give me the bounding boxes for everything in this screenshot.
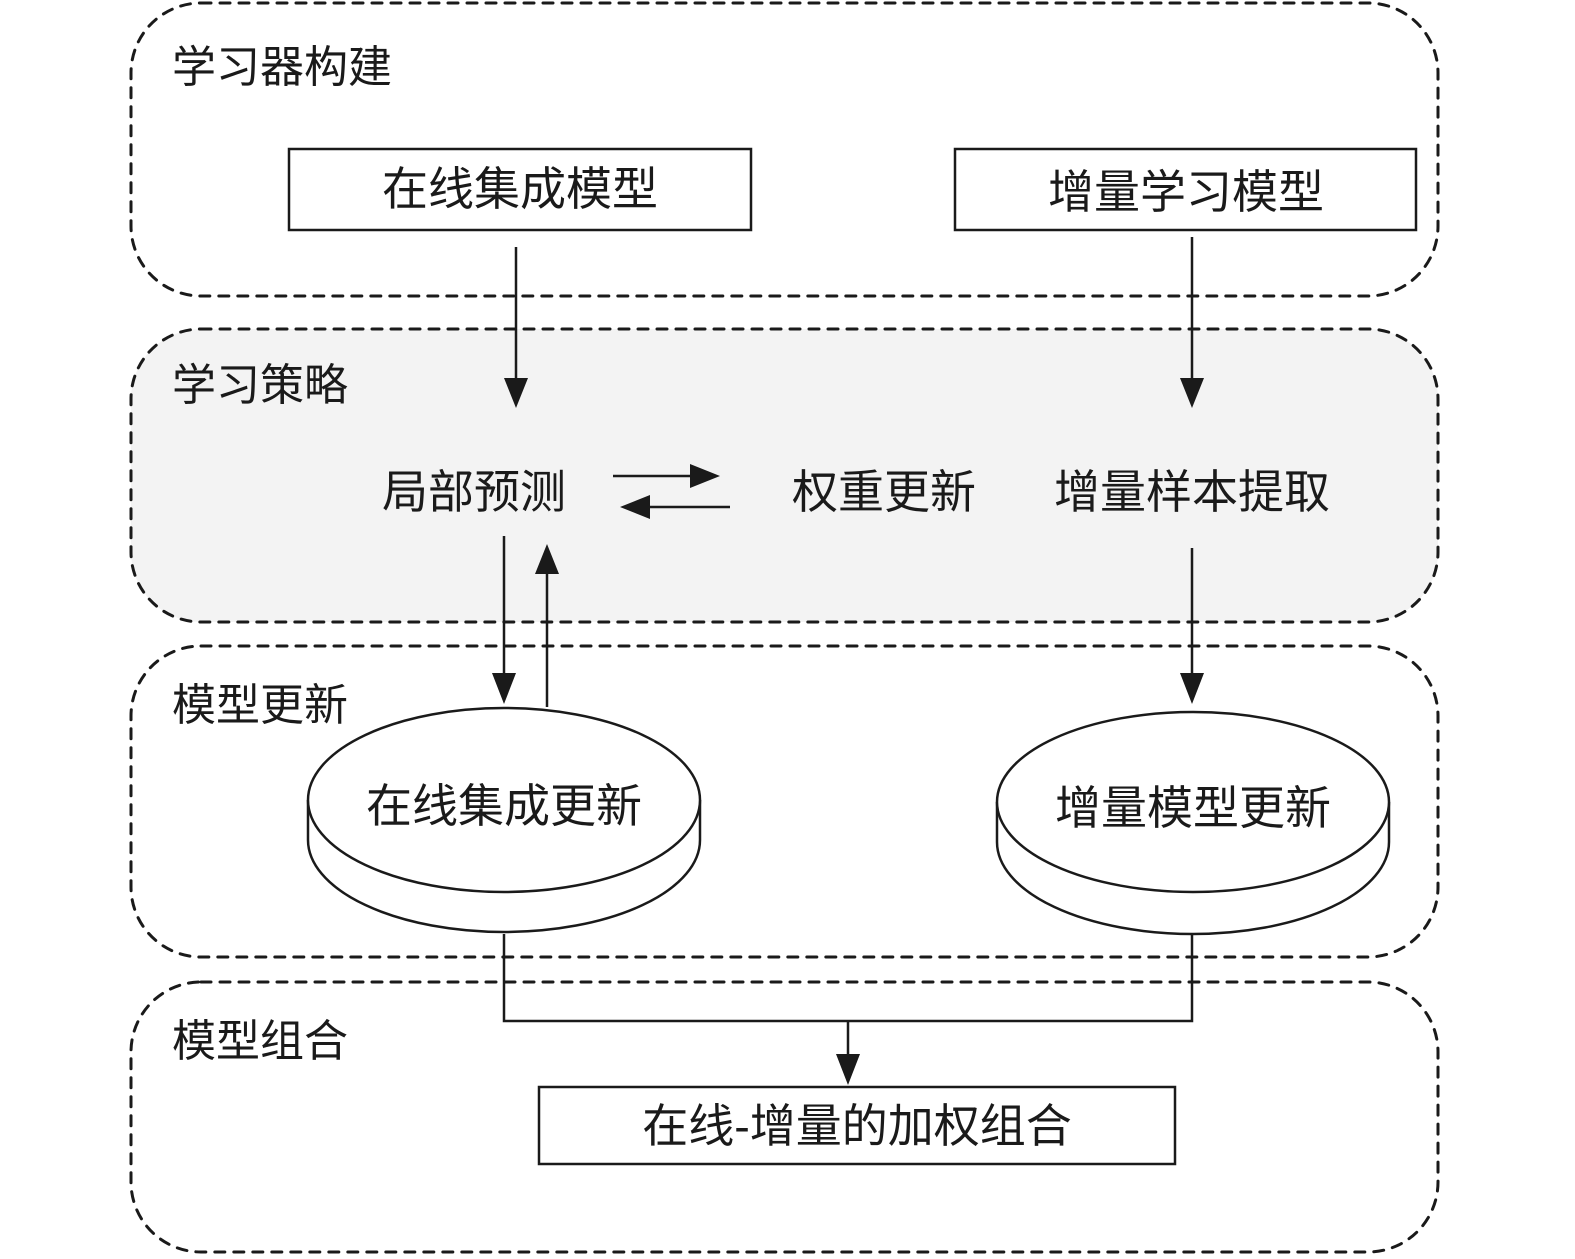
region-title: 模型更新 bbox=[172, 680, 348, 731]
node-online-ensemble-model: 在线集成模型 bbox=[287, 147, 753, 232]
node-incremental-model-update: 增量模型更新 bbox=[995, 710, 1391, 936]
disk-top bbox=[995, 710, 1391, 894]
arrowhead bbox=[535, 544, 559, 574]
arrow-model-to-local-prediction bbox=[504, 247, 528, 408]
arrowhead bbox=[690, 464, 720, 488]
arrow-local-prediction-to-weight-update bbox=[613, 464, 720, 488]
node-incremental-sample-extraction: 增量样本提取 bbox=[1054, 465, 1330, 519]
node-box bbox=[287, 147, 753, 232]
region-title: 模型组合 bbox=[172, 1016, 348, 1067]
region-model-update: 模型更新 bbox=[129, 644, 1440, 959]
disk-top bbox=[306, 706, 702, 894]
arrow-weight-update-to-local-prediction bbox=[620, 495, 730, 519]
node-label: 增量学习模型 bbox=[1048, 165, 1324, 219]
arrow-model-to-sample-extraction bbox=[1180, 237, 1204, 408]
merge-connector bbox=[502, 934, 1194, 1085]
region-background bbox=[131, 329, 1438, 622]
node-local-prediction: 局部预测 bbox=[382, 465, 566, 519]
arrow-local-prediction-to-ensemble-update bbox=[492, 536, 516, 704]
node-weighted-combination: 在线-增量的加权组合 bbox=[537, 1085, 1177, 1166]
arrowhead bbox=[620, 495, 650, 519]
node-incremental-learning-model: 增量学习模型 bbox=[953, 147, 1418, 232]
arrowhead bbox=[1180, 673, 1204, 704]
arrow-ensemble-update-to-local-prediction bbox=[535, 544, 559, 707]
region-title: 学习器构建 bbox=[172, 42, 392, 93]
arrow-sample-extraction-to-model-update bbox=[1180, 548, 1204, 704]
region-title: 学习策略 bbox=[172, 360, 348, 411]
region-learning-strategy: 学习策略 bbox=[129, 327, 1440, 624]
node-online-ensemble-update: 在线集成更新 bbox=[306, 706, 702, 934]
node-box bbox=[953, 147, 1418, 232]
node-label: 在线集成模型 bbox=[382, 162, 658, 216]
arrowhead bbox=[492, 673, 516, 704]
arrowhead bbox=[504, 378, 528, 408]
region-learner-construction: 学习器构建 bbox=[129, 1, 1440, 298]
node-weight-update: 权重更新 bbox=[792, 465, 976, 519]
arrowhead bbox=[836, 1054, 860, 1085]
region-border bbox=[129, 1, 1440, 298]
node-label: 在线-增量的加权组合 bbox=[642, 1099, 1072, 1153]
region-model-combination: 模型组合 bbox=[129, 980, 1440, 1254]
connector-line bbox=[502, 934, 1194, 1023]
node-box bbox=[537, 1085, 1177, 1166]
arrowhead bbox=[1180, 378, 1204, 408]
region-border bbox=[129, 980, 1440, 1254]
node-label: 在线集成更新 bbox=[366, 779, 642, 833]
node-label: 增量模型更新 bbox=[1055, 781, 1331, 835]
region-border bbox=[129, 327, 1440, 624]
